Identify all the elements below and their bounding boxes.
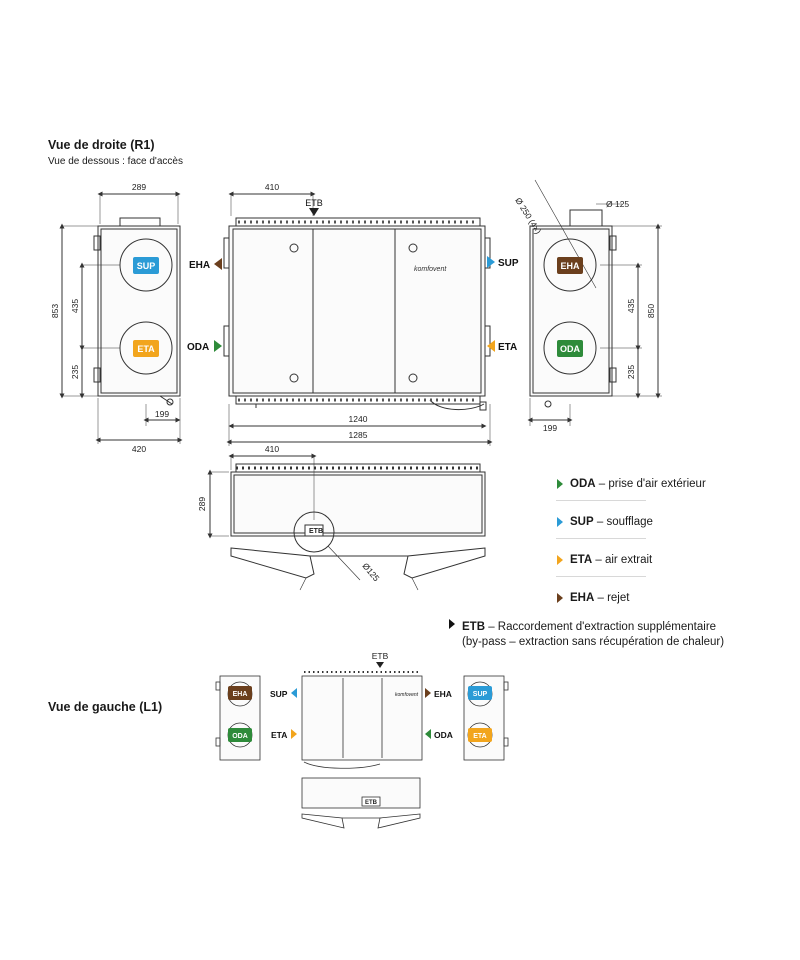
legend-item-oda: ODA – prise d'air extérieur	[556, 478, 706, 490]
brand-label: komfovent	[414, 266, 447, 273]
legend-sup-text: – soufflage	[593, 516, 653, 528]
view-left-title: Vue de gauche (L1)	[48, 700, 163, 714]
eta-tag-left	[133, 340, 159, 357]
oda-arrow-icon	[214, 340, 222, 352]
etb-arrow-icon	[309, 208, 319, 216]
sup-label-right: SUP	[498, 258, 519, 269]
eta-tag-text: ETA	[137, 344, 155, 354]
dim-410: 410	[265, 182, 279, 192]
l1-etb-arrow-icon	[376, 662, 384, 668]
legend-eta-code: ETA	[570, 554, 593, 566]
legend-divider	[556, 538, 646, 539]
eha-legend-arrow-icon	[557, 593, 563, 603]
legend-item-eta: ETA – air extrait	[556, 554, 652, 566]
legend-eha-code: EHA	[570, 592, 595, 604]
l1-sup-label: SUP	[270, 689, 288, 699]
oda-legend-arrow-icon	[557, 479, 563, 489]
dim-850: 850	[646, 304, 656, 318]
l1-brand-label: komfovent	[395, 692, 419, 698]
l1-oda-label: ODA	[434, 730, 453, 740]
dim-289-bottom: 289	[197, 497, 207, 511]
dim-420: 420	[132, 444, 146, 454]
oda-tag-text: ODA	[560, 344, 581, 354]
sup-tag-text: SUP	[137, 261, 156, 271]
etb-note: ETB – Raccordement d'extraction suppléme…	[448, 618, 724, 650]
sup-arrow-icon	[487, 256, 495, 268]
view-right-title: Vue de droite (R1)	[48, 138, 155, 152]
legend-divider	[556, 576, 646, 577]
etb-note-arrow-icon	[448, 618, 462, 635]
etb-note-line2: (by-pass – extraction sans récupération …	[462, 636, 725, 648]
eha-label-left: EHA	[189, 260, 210, 271]
l1-eta-arrow-icon	[291, 729, 297, 739]
legend-divider	[556, 500, 646, 501]
legend-sup-code: SUP	[570, 516, 594, 528]
legend-eta-text: – air extrait	[592, 554, 653, 566]
l1-eha-tag-text: EHA	[233, 691, 248, 698]
l1-sup-tag-text: SUP	[473, 691, 488, 698]
eha-arrow-icon	[214, 258, 222, 270]
dim-1285: 1285	[349, 430, 368, 440]
legend-oda-text: – prise d'air extérieur	[595, 478, 706, 490]
dim-435: 435	[70, 299, 80, 313]
l1-etb-bottom-label: ETB	[365, 800, 378, 806]
l1-eta-label: ETA	[271, 730, 287, 740]
l1-eha-arrow-icon	[425, 688, 431, 698]
etb-note-code: ETB	[462, 621, 485, 633]
legend-item-sup: SUP – soufflage	[556, 516, 653, 528]
right-side-view	[527, 179, 662, 426]
etb-bottom-label: ETB	[309, 528, 323, 535]
dim-199-right: 199	[543, 423, 557, 433]
dim-289: 289	[132, 182, 146, 192]
l1-eha-label: EHA	[434, 689, 452, 699]
l1-etb-label: ETB	[372, 651, 389, 661]
dim-235-right: 235	[626, 365, 636, 379]
dim-410-bottom: 410	[265, 444, 279, 454]
dim-250-4x: Ø 250 (4×)	[513, 196, 543, 236]
l1-eta-tag-text: ETA	[473, 733, 486, 740]
l1-drawings	[215, 671, 509, 829]
front-view	[223, 191, 493, 446]
sup-tag-left	[133, 257, 159, 274]
etb-note-line1: – Raccordement d'extraction supplémentai…	[485, 621, 717, 633]
legend-eha-text: – rejet	[594, 592, 630, 604]
l1-eta-tag	[468, 728, 492, 742]
l1-eha-tag	[228, 686, 252, 700]
oda-tag-right	[557, 340, 583, 357]
oda-label-left: ODA	[187, 342, 209, 353]
eha-tag-right	[557, 257, 583, 274]
view-right-subtitle: Vue de dessous : face d'accès	[48, 156, 183, 167]
sup-legend-arrow-icon	[557, 517, 563, 527]
eha-tag-text: EHA	[560, 261, 580, 271]
dim-199: 199	[155, 409, 169, 419]
l1-sup-arrow-icon	[291, 688, 297, 698]
eta-legend-arrow-icon	[557, 555, 563, 565]
dim-125-top: Ø 125	[606, 199, 629, 209]
left-side-view	[59, 191, 183, 444]
dim-125-bottom: Ø125	[360, 561, 381, 584]
etb-label: ETB	[305, 198, 323, 208]
eta-label-right: ETA	[498, 342, 517, 353]
dim-235: 235	[70, 365, 80, 379]
legend-oda-code: ODA	[570, 478, 596, 490]
bottom-view	[207, 453, 486, 591]
eta-arrow-icon	[487, 340, 495, 352]
dim-853: 853	[50, 304, 60, 318]
legend-item-eha: EHA – rejet	[556, 592, 629, 604]
l1-oda-arrow-icon	[425, 729, 431, 739]
dim-435-right: 435	[626, 299, 636, 313]
l1-sup-tag	[468, 686, 492, 700]
l1-oda-tag-text: ODA	[232, 733, 248, 740]
l1-oda-tag	[228, 728, 252, 742]
dim-1240: 1240	[349, 414, 368, 424]
